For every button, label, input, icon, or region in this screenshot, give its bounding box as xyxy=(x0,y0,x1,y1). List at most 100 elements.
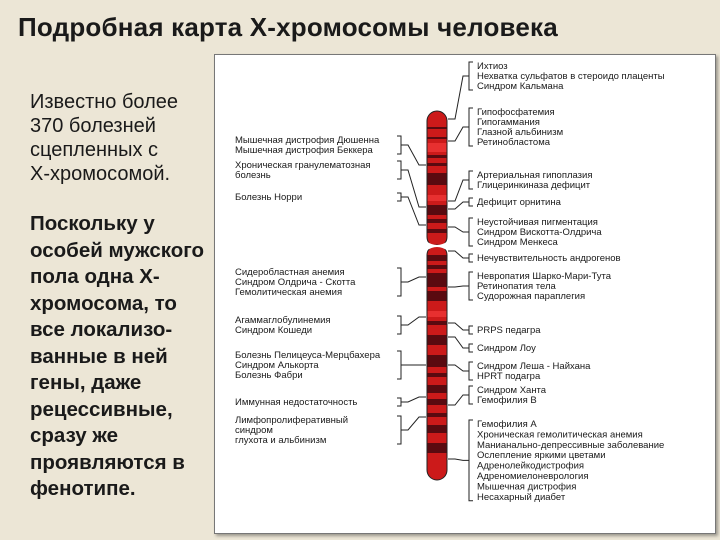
chromosome-band xyxy=(427,399,447,405)
right-disease-label: Неустойчивая пигментация xyxy=(477,217,598,228)
chromosome-band xyxy=(427,311,447,317)
left-disease-label: Болезнь Фабри xyxy=(235,370,303,381)
right-disease-label: Несахарный диабет xyxy=(477,492,566,503)
left-connector xyxy=(401,416,426,431)
intro-line: сцепленных с xyxy=(30,139,158,161)
chromosome-band xyxy=(427,155,447,158)
left-disease-label: Агаммаглобулинемия xyxy=(235,315,331,326)
left-connector xyxy=(401,196,426,226)
left-disease-label: Сидеробластная анемия xyxy=(235,267,345,278)
right-disease-label: Нечувствительность андрогенов xyxy=(477,253,621,264)
right-disease-label: Невропатия Шарко-Мари-Тута xyxy=(477,271,612,282)
right-disease-label: HPRT подагра xyxy=(477,371,541,382)
right-bracket xyxy=(468,197,473,207)
chromosome-band xyxy=(427,335,447,345)
right-connector xyxy=(448,75,469,120)
centromere xyxy=(426,241,448,251)
intro-line: Х-хромосомой. xyxy=(30,163,171,185)
right-disease-label: Адреномиелоневрология xyxy=(477,471,589,482)
explanation-line: особей мужского xyxy=(30,238,205,262)
chromosome-band xyxy=(427,173,447,185)
explanation-line: ванные в ней xyxy=(30,344,168,368)
left-connector xyxy=(401,144,426,166)
right-bracket xyxy=(468,385,473,405)
right-connector xyxy=(448,226,469,233)
right-bracket xyxy=(468,253,473,263)
chromosome-band xyxy=(427,143,447,152)
right-disease-label: Гемофилия А xyxy=(477,419,537,430)
chromosome-band xyxy=(427,413,447,417)
left-disease-label: глухота и альбинизм xyxy=(235,435,326,446)
right-disease-label: Адренолейкодистрофия xyxy=(477,461,584,472)
left-bracket xyxy=(397,315,402,335)
chromosome-band xyxy=(427,425,447,433)
right-disease-label: Мышечная дистрофия xyxy=(477,481,576,492)
left-disease-label: Гемолитическая анемия xyxy=(235,287,342,298)
right-bracket xyxy=(468,61,473,91)
left-bracket xyxy=(397,135,402,155)
right-disease-label: Дефицит орнитина xyxy=(477,197,562,208)
chromosome-band xyxy=(427,373,447,377)
chromosome-band xyxy=(427,219,447,223)
chromosome-band xyxy=(427,321,447,325)
explanation-line: хромосома, то xyxy=(30,291,177,315)
right-disease-label: Ретинобластома xyxy=(477,137,551,148)
right-connector xyxy=(448,285,469,288)
right-disease-label: Артериальная гипоплазия xyxy=(477,170,593,181)
left-bracket xyxy=(397,267,402,297)
left-disease-label: Синдром Олдрича - Скотта xyxy=(235,277,356,288)
right-bracket xyxy=(468,419,473,502)
intro-text: Известно более 370 болезней сцепленных с… xyxy=(30,90,215,186)
right-disease-label: PRPS педагра xyxy=(477,325,541,336)
chromosome-band xyxy=(427,229,447,233)
left-disease-label: Болезнь Норри xyxy=(235,192,302,203)
chromosome-band xyxy=(427,385,447,393)
left-bracket xyxy=(397,160,402,180)
right-disease-label: Гемофилия В xyxy=(477,395,537,406)
right-disease-label: Синдром Ханта xyxy=(477,385,547,396)
chromosome-band xyxy=(427,273,447,287)
right-bracket xyxy=(468,271,473,301)
right-connector xyxy=(448,364,469,372)
right-bracket xyxy=(468,170,473,190)
right-disease-label: Судорожная параплегия xyxy=(477,291,585,302)
explanation-line: проявляются в xyxy=(30,450,185,474)
left-disease-label: Лимфопролиферативный xyxy=(235,415,348,426)
intro-line: Известно более xyxy=(30,91,179,113)
chromosome-band xyxy=(427,291,447,301)
right-bracket xyxy=(468,217,473,247)
left-connector xyxy=(401,316,426,326)
right-bracket xyxy=(468,107,473,147)
right-disease-label: Синдром Леша - Найхана xyxy=(477,361,591,372)
right-connector xyxy=(448,250,469,259)
right-disease-label: Синдром Лоу xyxy=(477,343,536,354)
right-disease-label: Синдром Менкеса xyxy=(477,237,559,248)
right-bracket xyxy=(468,361,473,381)
left-connector xyxy=(401,396,426,403)
explanation-line: Поскольку у xyxy=(30,212,155,235)
right-connector xyxy=(448,126,469,142)
left-disease-label: Синдром Алькорта xyxy=(235,360,319,371)
right-connector xyxy=(448,201,469,210)
explanation-line: фенотипе. xyxy=(30,477,136,500)
left-disease-label: Хроническая гранулематозная xyxy=(235,160,371,171)
chromosome-band xyxy=(427,127,447,129)
right-connector xyxy=(448,322,469,331)
right-disease-label: Нехватка сульфатов в стероидо плаценты xyxy=(477,71,665,82)
left-connector xyxy=(401,276,426,283)
right-connector xyxy=(448,336,469,349)
left-disease-label: синдром xyxy=(235,425,273,436)
right-disease-label: Ихтиоз xyxy=(477,61,508,72)
intro-line: 370 болезней xyxy=(30,115,156,137)
right-disease-label: Ретинопатия тела xyxy=(477,281,556,292)
right-disease-label: Гипогаммания xyxy=(477,117,540,128)
explanation-text: Поскольку у особей мужского пола одна Х-… xyxy=(30,211,215,503)
left-disease-label: Иммунная недостаточность xyxy=(235,397,357,408)
right-connector xyxy=(448,394,469,406)
right-connector xyxy=(448,179,469,202)
chromosome-band xyxy=(427,195,447,201)
connector-lines xyxy=(397,61,473,502)
explanation-line: сразу же xyxy=(30,424,119,447)
